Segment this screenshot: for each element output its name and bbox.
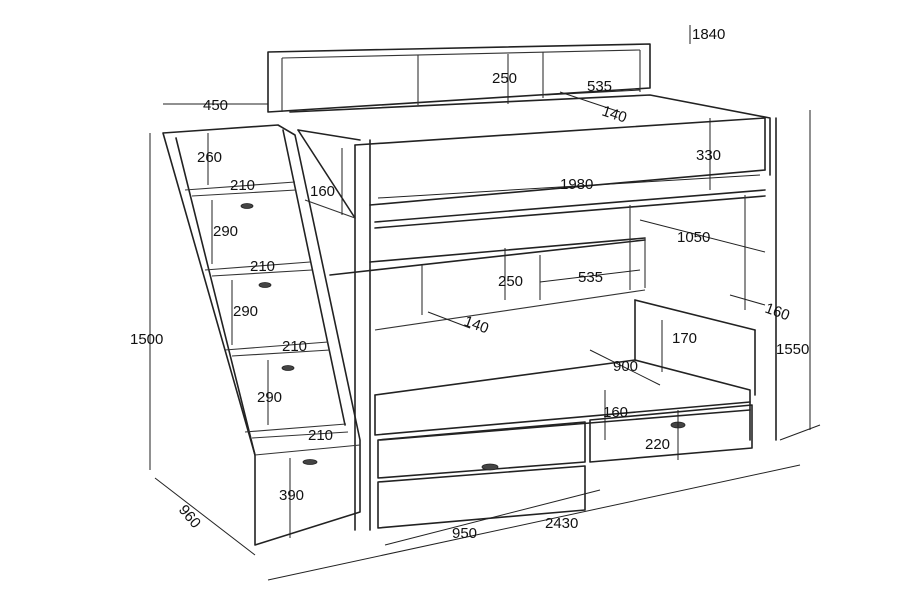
label-step-2-depth: 210: [250, 258, 275, 275]
label-shelf-depth-top: 140: [600, 103, 629, 127]
dimension-lines: [149, 25, 821, 581]
step-handle-icon: [240, 203, 254, 209]
label-step-1-height: 260: [197, 149, 222, 166]
label-stair-total-height: 1500: [130, 331, 163, 348]
label-depth: 960: [175, 502, 204, 532]
label-step-4-height: 290: [257, 389, 282, 406]
label-drawer-front-height: 160: [603, 404, 628, 421]
drawers: [377, 404, 753, 529]
upper-bed-frame: [289, 94, 777, 531]
label-step-2-height: 290: [213, 223, 238, 240]
label-step-5-depth: 210: [308, 427, 333, 444]
step-handle-icon: [302, 459, 318, 465]
label-total-length: 2430: [545, 515, 578, 532]
step-handle-icon: [281, 365, 295, 371]
middle-shelf: [329, 195, 746, 331]
label-shelf-height-mid: 250: [498, 273, 523, 290]
step-handle-icon: [258, 282, 272, 288]
top-shelf-unit: [267, 43, 651, 113]
label-bottom-drawer-height: 390: [279, 487, 304, 504]
label-shelf-width-top: 535: [587, 78, 612, 95]
label-side-opening: 1050: [677, 229, 710, 246]
label-shelf-depth-mid: 140: [462, 313, 491, 338]
label-bed-width: 900: [613, 358, 638, 375]
label-stair-top-width: 450: [203, 97, 228, 114]
label-side-panel-depth: 160: [763, 300, 792, 325]
label-bed-length: 1980: [560, 176, 593, 193]
label-drawer-width: 950: [452, 525, 477, 542]
staircase: [162, 124, 361, 546]
drawer-handle-icon: [481, 463, 499, 471]
label-shelf-width-mid: 535: [578, 269, 603, 286]
label-drawer-height: 220: [645, 436, 670, 453]
label-total-height: 1550: [776, 341, 809, 358]
label-overall-height: 1840: [692, 26, 725, 43]
label-lower-guard-height: 170: [672, 330, 697, 347]
label-step-4-depth: 210: [282, 338, 307, 355]
label-step-1-depth: 210: [230, 177, 255, 194]
label-shelf-height-top: 250: [492, 70, 517, 87]
label-guard-height: 330: [696, 147, 721, 164]
label-rail-height: 160: [310, 183, 335, 200]
label-step-3-height: 290: [233, 303, 258, 320]
